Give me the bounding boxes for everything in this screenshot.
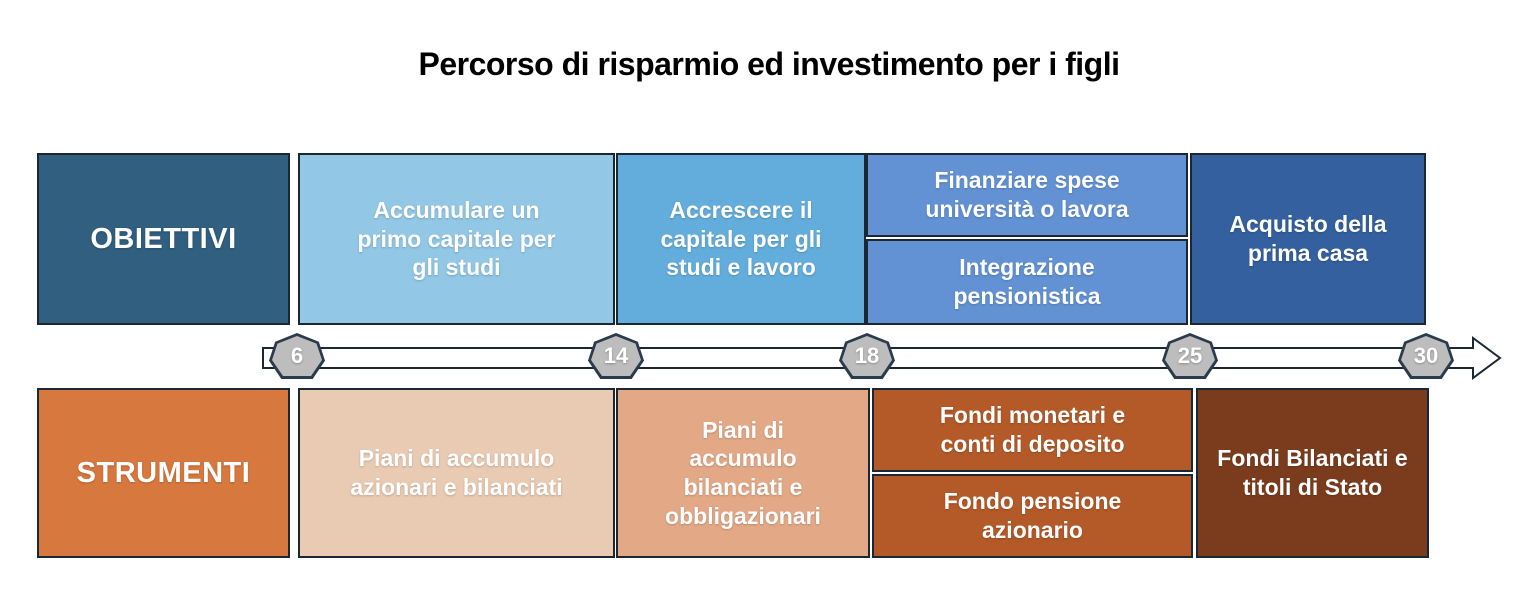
age-marker-value: 14 (591, 336, 641, 376)
objective-first-capital: Accumulare un primo capitale per gli stu… (298, 153, 615, 325)
objectives-row-label: OBIETTIVI (37, 153, 290, 325)
objective-university-expenses: Finanziare spese università o lavora (866, 153, 1188, 237)
age-marker-30: 30 (1398, 333, 1454, 379)
objective-first-house: Acquisto della prima casa (1190, 153, 1426, 325)
instrument-equity-balanced-plans: Piani di accumulo azionari e bilanciati (298, 388, 615, 558)
age-marker-value: 25 (1165, 336, 1215, 376)
instrument-money-funds-deposits: Fondi monetari e conti di deposito (872, 388, 1193, 472)
instrument-balanced-funds-gov-bonds: Fondi Bilanciati e titoli di Stato (1196, 388, 1429, 558)
age-marker-25: 25 (1162, 333, 1218, 379)
instrument-balanced-bond-plans: Piani di accumulo bilanciati e obbligazi… (616, 388, 870, 558)
instrument-equity-pension-fund: Fondo pensione azionario (872, 474, 1193, 558)
age-marker-value: 18 (842, 336, 892, 376)
age-marker-value: 6 (272, 336, 322, 376)
page-title: Percorso di risparmio ed investimento pe… (418, 46, 1120, 82)
age-marker-6: 6 (269, 333, 325, 379)
instruments-row-label: STRUMENTI (37, 388, 290, 558)
objective-pension-integration: Integrazione pensionistica (866, 239, 1188, 325)
objective-grow-capital: Accrescere il capitale per gli studi e l… (616, 153, 866, 325)
age-marker-14: 14 (588, 333, 644, 379)
age-marker-value: 30 (1401, 336, 1451, 376)
age-marker-18: 18 (839, 333, 895, 379)
